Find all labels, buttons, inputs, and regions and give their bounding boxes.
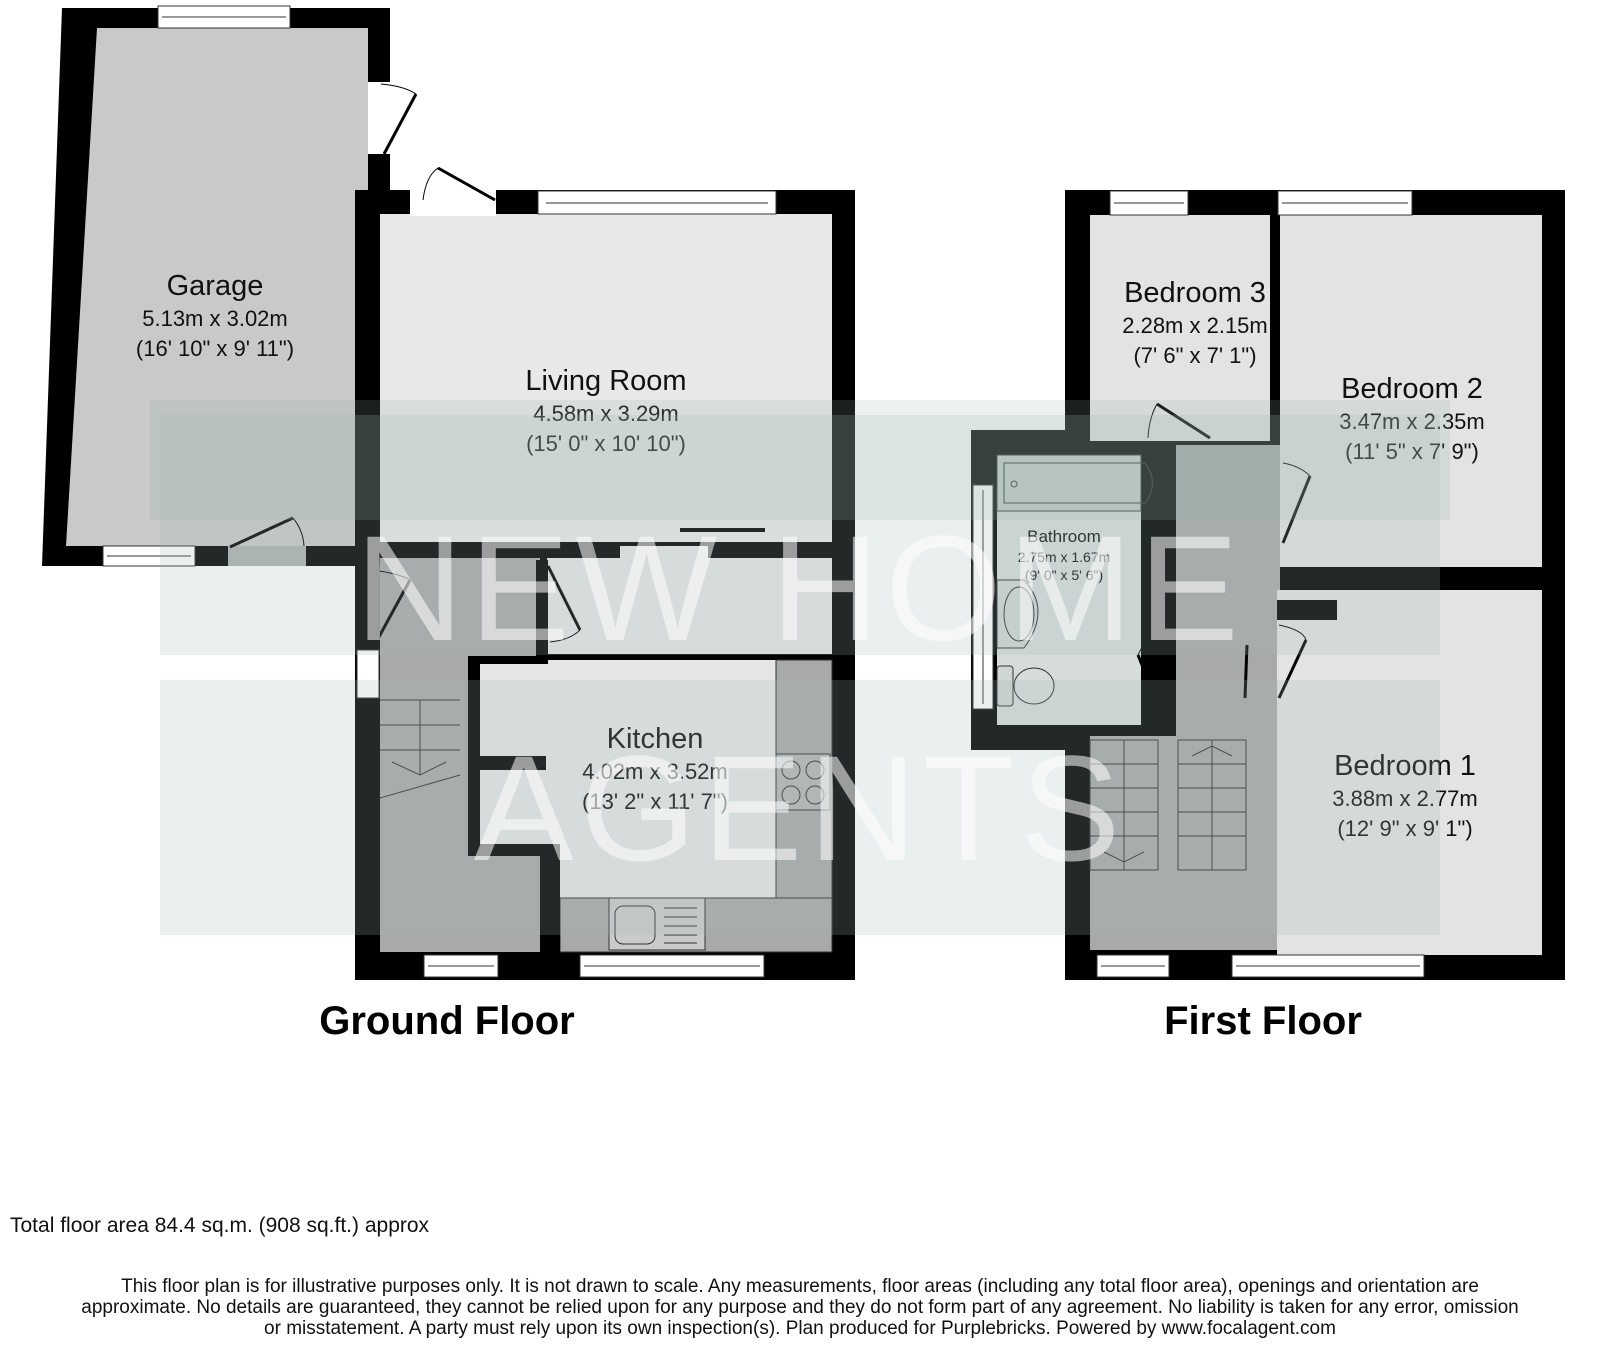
toilet-icon — [996, 665, 1055, 707]
door — [437, 166, 496, 202]
room-name-bathroom: Bathroom — [1027, 527, 1101, 546]
room-dim-ft-bathroom: (9' 0" x 5' 6") — [1025, 567, 1103, 583]
watermark-line-1: NEW HOME — [355, 504, 1245, 672]
window — [356, 649, 380, 699]
room-name-bedroom-1: Bedroom 1 — [1334, 750, 1476, 782]
door — [1156, 402, 1211, 440]
room-dim-ft-bedroom-1: (12' 9" x 9' 1") — [1337, 816, 1472, 841]
watermark-line-2: AGENTS — [474, 724, 1127, 892]
kitchen-upper — [547, 554, 832, 654]
stairs — [1089, 739, 1247, 871]
stairs — [379, 699, 461, 799]
door — [1281, 475, 1312, 544]
disclaimer: This floor plan is for illustrative purp… — [0, 1276, 1600, 1339]
door — [546, 565, 582, 631]
room-dim-ft-garage: (16' 10" x 9' 11") — [136, 336, 294, 361]
door — [372, 579, 412, 647]
room-dim-ft-bedroom-3: (7' 6" x 7' 1") — [1133, 343, 1256, 368]
room-dim-m-bathroom: 2.75m x 1.67m — [1018, 549, 1111, 565]
living-room — [380, 214, 832, 542]
bath-icon — [996, 454, 1153, 512]
hob-icon — [775, 753, 831, 811]
room-name-kitchen: Kitchen — [607, 723, 704, 755]
floor-label-first: First Floor — [1164, 999, 1362, 1043]
bedroom-3 — [1090, 215, 1270, 441]
disclaimer-line: This floor plan is for illustrative purp… — [121, 1276, 1479, 1297]
basin-icon — [996, 579, 1039, 649]
room-dim-m-bedroom-2: 3.47m x 2.35m — [1339, 409, 1485, 434]
room-dim-m-kitchen: 4.02m x 3.52m — [582, 759, 728, 784]
bedroom-2 — [1280, 215, 1542, 567]
bedroom-1 — [1277, 590, 1542, 955]
room-name-garage: Garage — [167, 270, 264, 302]
room-name-bedroom-3: Bedroom 3 — [1124, 277, 1266, 309]
watermark: NEW HOME AGENTS — [150, 400, 1450, 935]
room-dim-ft-kitchen: (13' 2" x 11' 7") — [582, 789, 728, 814]
room-dim-ft-bedroom-2: (11' 5" x 7' 9") — [1345, 439, 1479, 464]
first-floor: Bedroom 3 2.28m x 2.15m (7' 6" x 7' 1") … — [971, 190, 1565, 1043]
disclaimer-line: approximate. No details are guaranteed, … — [81, 1297, 1519, 1318]
sink-icon — [608, 897, 706, 951]
door — [1136, 654, 1163, 713]
room-name-living-room: Living Room — [525, 365, 686, 397]
room-dim-ft-living-room: (15' 0" x 10' 10") — [526, 431, 686, 456]
door — [1243, 644, 1249, 699]
disclaimer-line: or misstatement. A party must rely upon … — [264, 1318, 1336, 1339]
house-ground-block: Living Room 4.58m x 3.29m (15' 0" x 10' … — [355, 166, 855, 980]
room-dim-m-garage: 5.13m x 3.02m — [142, 306, 288, 331]
room-dim-m-living-room: 4.58m x 3.29m — [533, 401, 679, 426]
ground-floor: Garage 5.13m x 3.02m (16' 10" x 9' 11") — [42, 5, 855, 1043]
room-dim-m-bedroom-3: 2.28m x 2.15m — [1122, 313, 1268, 338]
landing — [1176, 445, 1280, 950]
door — [382, 93, 418, 155]
door — [229, 516, 294, 549]
room-dim-m-bedroom-1: 3.88m x 2.77m — [1332, 786, 1478, 811]
room-name-bedroom-2: Bedroom 2 — [1341, 373, 1483, 405]
floor-label-ground: Ground Floor — [319, 999, 575, 1043]
garage: Garage 5.13m x 3.02m (16' 10" x 9' 11") — [42, 5, 418, 567]
total-floor-area: Total floor area 84.4 sq.m. (908 sq.ft.)… — [10, 1214, 430, 1237]
